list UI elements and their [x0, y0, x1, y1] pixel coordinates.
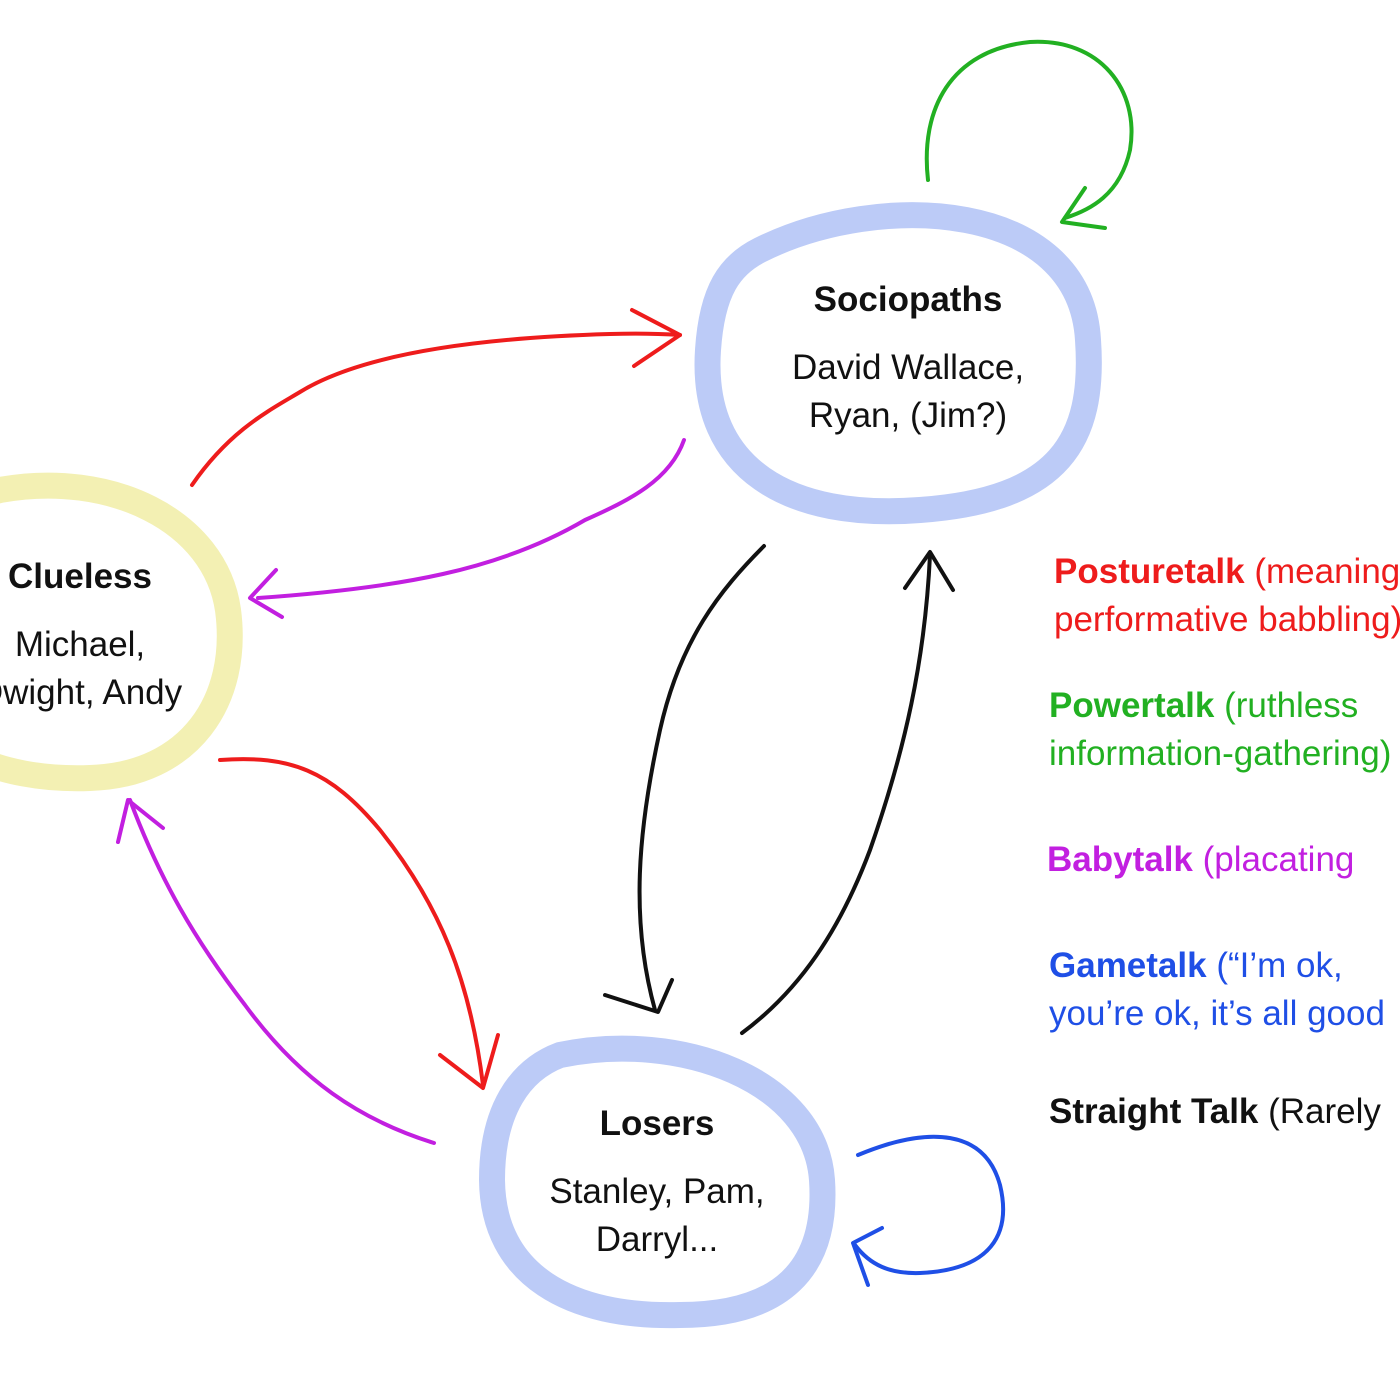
losers-members-line1: Stanley, Pam,: [549, 1172, 765, 1211]
sociopaths-ring: [694, 202, 1102, 525]
powertalk-self-loop: [924, 39, 1134, 220]
babytalk-arrowhead-2: [116, 798, 165, 844]
legend-posturetalk-name: Posturetalk: [1054, 552, 1245, 591]
legend-gametalk: Gametalk (“I’m ok, you’re ok, it’s all g…: [1049, 942, 1385, 1038]
legend-powertalk-desc1: (ruthless: [1214, 686, 1359, 725]
legend-babytalk: Babytalk (placating: [1047, 836, 1354, 884]
straight-talk-arrow-sociopaths-to-losers: [637, 544, 766, 1012]
legend-straight-talk-name: Straight Talk: [1049, 1092, 1259, 1131]
legend-straight-talk: Straight Talk (Rarely: [1049, 1088, 1381, 1136]
straight-talk-arrowhead-2: [903, 550, 955, 592]
legend-gametalk-desc2: you’re ok, it’s all good: [1049, 994, 1385, 1033]
sociopaths-members-line2: Ryan, (Jim?): [808, 396, 1008, 435]
sociopaths-node: Sociopaths David Wallace, Ryan, (Jim?): [708, 278, 1108, 440]
gametalk-self-loop: [853, 1134, 1006, 1276]
posturetalk-arrow-clueless-to-sociopaths: [190, 331, 682, 487]
legend-gametalk-name: Gametalk: [1049, 946, 1207, 985]
posturetalk-arrow-clueless-to-losers: [218, 757, 485, 1087]
clueless-title: Clueless: [8, 557, 152, 596]
legend-babytalk-desc1: (placating: [1192, 840, 1355, 879]
losers-node: Losers Stanley, Pam, Darryl...: [492, 1102, 822, 1264]
legend-posturetalk-desc2: performative babbling): [1054, 600, 1400, 639]
legend-babytalk-name: Babytalk: [1047, 840, 1193, 879]
clueless-members-line1: Michael,: [14, 625, 146, 664]
clueless-node: Clueless Michael, Dwight, Andy: [0, 555, 230, 717]
babytalk-arrow-losers-to-clueless: [128, 798, 436, 1145]
legend-posturetalk: Posturetalk (meaningless performative ba…: [1054, 548, 1400, 644]
posturetalk-arrowhead-1: [630, 308, 682, 368]
straight-talk-arrow-losers-to-sociopaths: [740, 553, 932, 1035]
clueless-members: Michael, Dwight, Andy: [0, 621, 230, 717]
powertalk-arrowhead: [1060, 186, 1107, 230]
losers-members-line2: Darryl...: [595, 1220, 719, 1259]
posturetalk-arrowhead-2: [438, 1033, 500, 1090]
clueless-members-line2: Dwight, Andy: [0, 673, 183, 712]
legend-powertalk-name: Powertalk: [1049, 686, 1215, 725]
legend-powertalk-desc2: information-gathering): [1049, 734, 1392, 773]
legend-gametalk-desc1: (“I’m ok,: [1206, 946, 1343, 985]
sociopaths-members-line1: David Wallace,: [791, 348, 1025, 387]
gametalk-arrowhead: [851, 1226, 884, 1287]
losers-title: Losers: [599, 1104, 715, 1143]
legend-posturetalk-desc1: (meaningless: [1254, 552, 1400, 591]
losers-members: Stanley, Pam, Darryl...: [492, 1168, 822, 1264]
legend-powertalk: Powertalk (ruthless information-gatherin…: [1049, 682, 1391, 778]
losers-ring: [479, 1035, 836, 1329]
sociopaths-members: David Wallace, Ryan, (Jim?): [708, 344, 1108, 440]
babytalk-arrowhead-1: [248, 568, 284, 619]
babytalk-arrow-sociopaths-to-clueless: [256, 438, 686, 600]
legend-straight-talk-desc1: (Rarely: [1258, 1092, 1381, 1131]
straight-talk-arrowhead-1: [603, 978, 674, 1014]
sociopaths-title: Sociopaths: [813, 280, 1003, 319]
clueless-ring: [0, 472, 243, 792]
